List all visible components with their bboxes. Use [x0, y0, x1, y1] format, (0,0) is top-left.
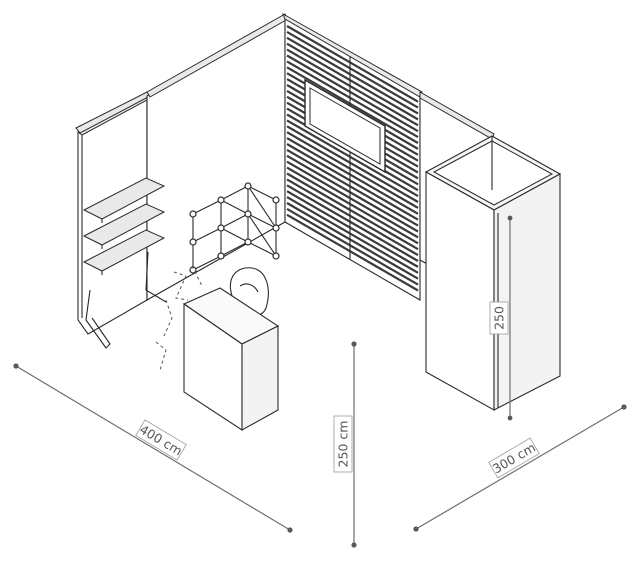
wall-shelves — [82, 177, 167, 349]
slat-wall — [282, 12, 423, 301]
left-wall — [75, 91, 151, 335]
display-screen — [304, 78, 386, 174]
dimension-height: 250 cm — [333, 341, 357, 548]
cube-shelf — [189, 182, 280, 274]
storage-cabinet — [424, 135, 562, 411]
counter — [182, 287, 280, 432]
cabinet-height-label: 250 — [492, 306, 507, 330]
dimension-cabinet-height: 250 — [489, 215, 513, 421]
dimension-depth: 300 cm — [413, 404, 627, 532]
bar-stools — [155, 265, 203, 371]
back-wall-left — [146, 13, 289, 301]
height-label: 250 cm — [336, 421, 351, 468]
